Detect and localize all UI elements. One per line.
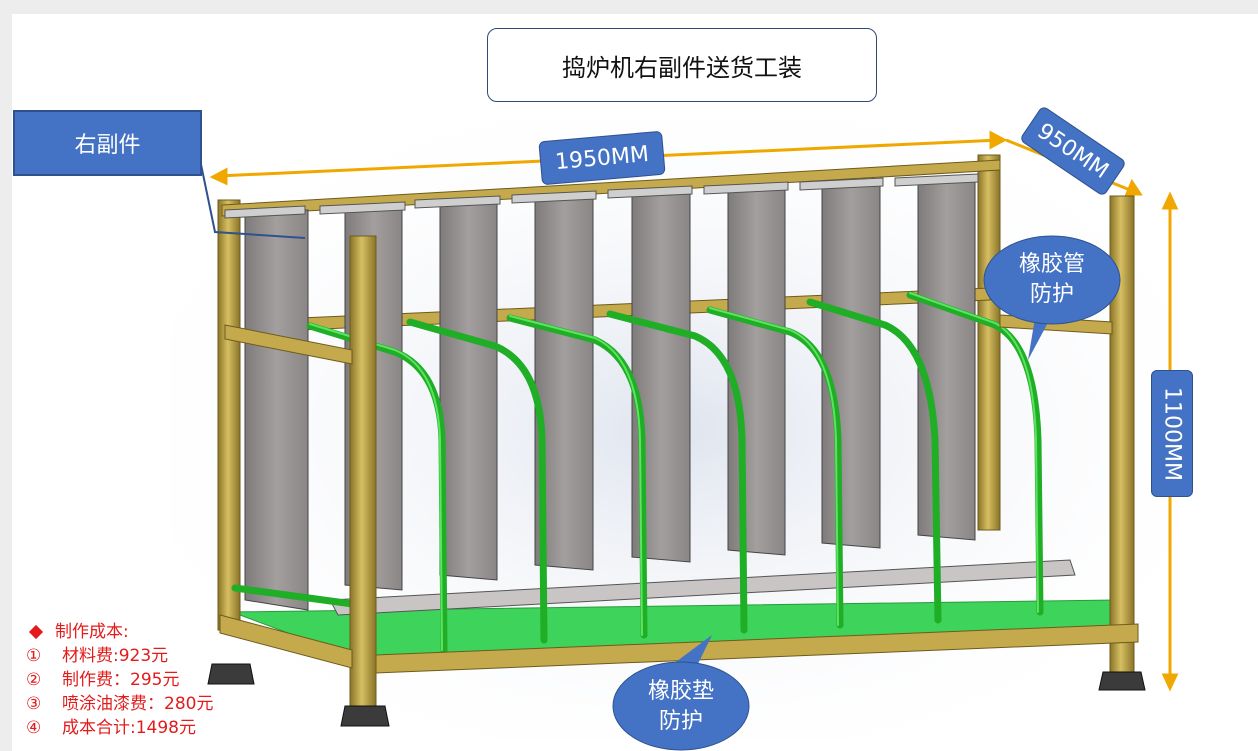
frame-foot <box>340 705 390 727</box>
cost-item: ② 制作费：295元 <box>26 668 213 692</box>
frame-side-rail-left <box>224 324 353 365</box>
rubber-tube-label: 橡胶管 防护 <box>1000 250 1104 310</box>
cost-item: ④ 成本合计:1498元 <box>26 716 213 740</box>
cost-item: ① 材料费:923元 <box>26 644 213 668</box>
cost-item-number: ④ <box>26 718 42 738</box>
callout-leader-part <box>197 149 306 239</box>
cost-item-text: 制作费：295元 <box>62 670 180 690</box>
frame-bottom-rail-left <box>219 614 353 669</box>
height-dimension-label: 1100MM <box>1151 370 1193 497</box>
cost-item-number: ③ <box>26 694 42 714</box>
bubble-rubber-tube <box>983 235 1121 360</box>
cost-heading-row: 制作成本: <box>26 620 213 644</box>
plate-base <box>329 559 1076 616</box>
rubber-pad-label-line1: 橡胶垫 <box>647 679 714 704</box>
rubber-pad-label: 橡胶垫 防护 <box>629 677 733 737</box>
divider-plate <box>414 195 501 581</box>
rubber-pad-label-line2: 防护 <box>658 709 703 734</box>
frame-bottom-rail-front <box>375 623 1139 674</box>
part-label-callout: 右副件 <box>13 110 202 176</box>
page-title: 捣炉机右副件送货工装 <box>487 28 877 102</box>
tube-highlights <box>309 292 1039 651</box>
frame-foot <box>1098 671 1146 691</box>
divider-plate <box>511 190 597 571</box>
cost-item-number: ① <box>26 646 42 666</box>
cost-item-text: 喷涂油漆费：280元 <box>62 694 214 714</box>
frame-post-back-left <box>217 199 241 631</box>
cost-item: ③ 喷涂油漆费：280元 <box>26 692 213 716</box>
frame-foot <box>207 663 255 685</box>
frame-post-back-right <box>977 154 1001 531</box>
divider-plate <box>224 205 309 611</box>
bubble-rubber-pad <box>612 635 750 751</box>
frame-post-front-left <box>349 235 377 709</box>
diamond-bullet-icon <box>28 624 44 640</box>
cost-heading: 制作成本: <box>55 622 129 642</box>
cost-item-text: 成本合计:1498元 <box>62 718 196 738</box>
rubber-tube-label-line2: 防护 <box>1029 282 1074 307</box>
cost-item-number: ② <box>26 670 42 690</box>
divider-plates <box>224 173 1076 616</box>
rubber-tube-label-line1: 橡胶管 <box>1018 252 1085 277</box>
divider-plate <box>607 185 693 563</box>
cost-item-text: 材料费:923元 <box>62 646 169 666</box>
